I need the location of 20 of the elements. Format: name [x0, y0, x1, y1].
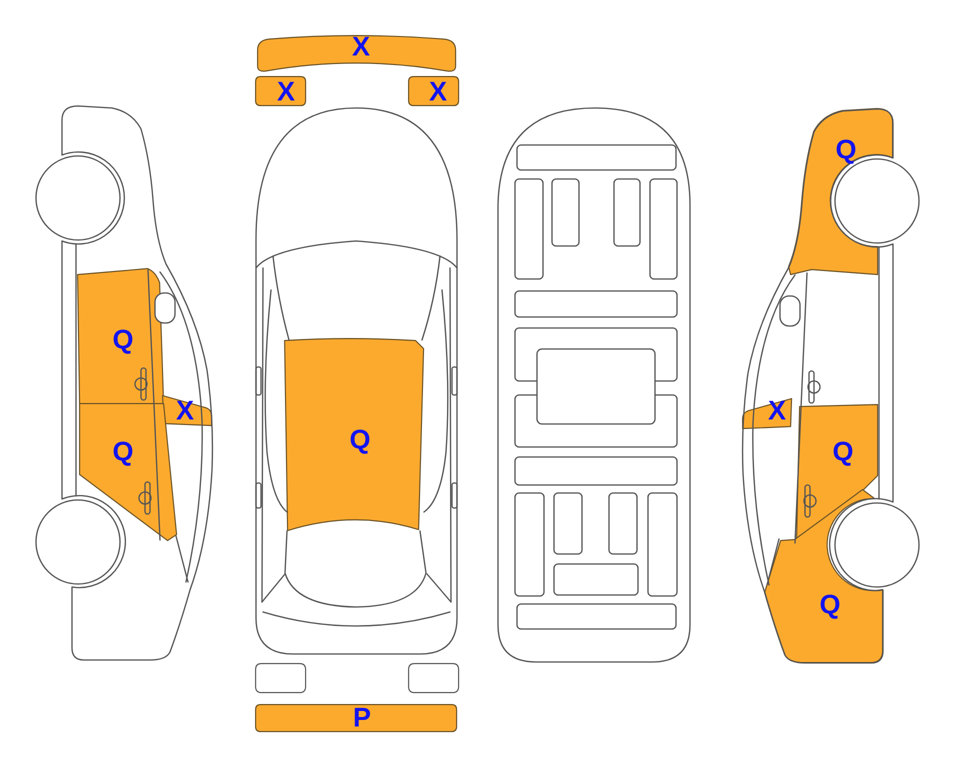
- rear-lamp: [408, 663, 460, 694]
- damage-code: P: [352, 707, 371, 728]
- damaged-panel: [162, 395, 213, 427]
- damaged-panel: [255, 704, 458, 733]
- damaged-panel: [77, 268, 165, 405]
- rear-lamp: [255, 663, 307, 694]
- damaged-panel: [788, 108, 894, 276]
- damaged-panel: [796, 404, 879, 540]
- damage-code: X: [428, 81, 447, 102]
- damage-code: X: [768, 400, 786, 422]
- damaged-panel: [764, 489, 884, 664]
- damage-code: X: [352, 36, 370, 58]
- damaged-panel: [257, 34, 457, 72]
- damage-code: X: [176, 400, 194, 422]
- damaged-panel: [284, 338, 425, 532]
- damaged-panel: [255, 76, 307, 107]
- damaged-panel: [742, 398, 793, 430]
- damaged-panel: [408, 76, 460, 107]
- damaged-panel: [79, 403, 178, 542]
- damage-code: X: [276, 81, 295, 102]
